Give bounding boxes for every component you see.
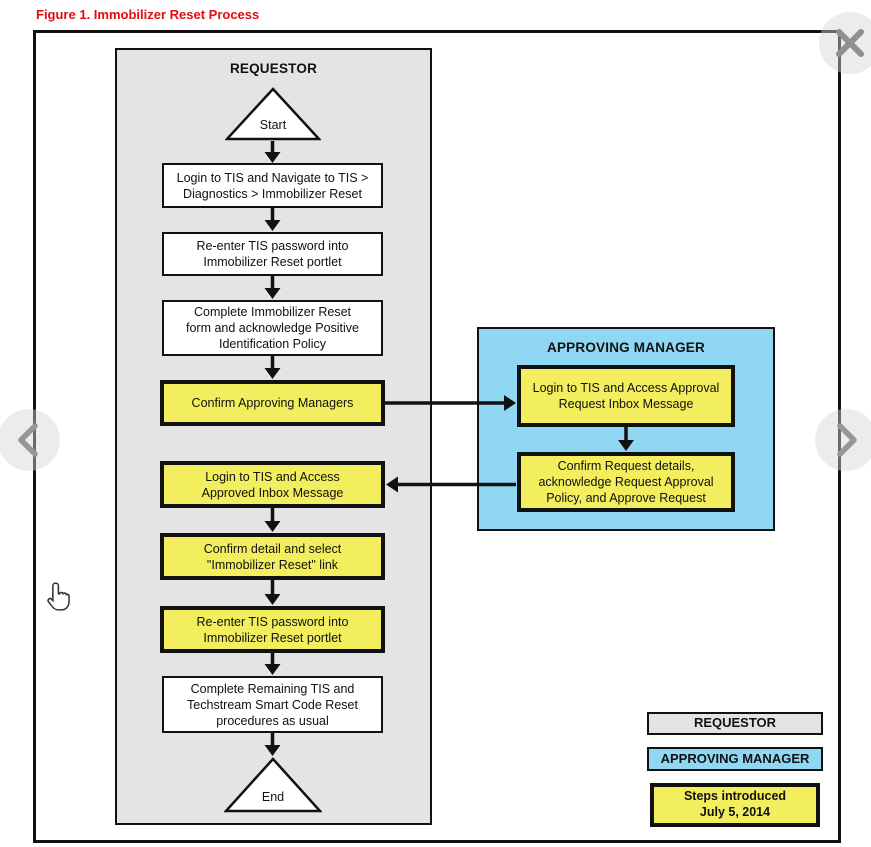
hand-pointer-icon <box>47 582 70 616</box>
lane-approving-manager-header: APPROVING MANAGER <box>547 340 705 355</box>
end-label: End <box>261 790 285 804</box>
legend-requestor: REQUESTOR <box>647 712 823 735</box>
lane-requestor-header: REQUESTOR <box>229 61 318 76</box>
legend-approving-manager: APPROVING MANAGER <box>647 747 823 771</box>
step-access-approved-inbox: Login to TIS and Access Approved Inbox M… <box>160 461 385 508</box>
step-complete-form: Complete Immobilizer Reset form and ackn… <box>162 300 383 356</box>
chevron-right-icon <box>837 423 857 457</box>
start-terminator: Start <box>224 87 322 141</box>
step-reenter-password-2: Re-enter TIS password into Immobilizer R… <box>160 606 385 653</box>
legend-steps-introduced: Steps introduced July 5, 2014 <box>650 783 820 827</box>
step-login-navigate: Login to TIS and Navigate to TIS > Diagn… <box>162 163 383 208</box>
step-access-approval-inbox: Login to TIS and Access Approval Request… <box>517 365 735 427</box>
step-confirm-managers: Confirm Approving Managers <box>160 380 385 426</box>
start-label: Start <box>259 118 287 132</box>
end-terminator: End <box>223 757 323 813</box>
start-triangle-icon <box>224 87 322 141</box>
next-button[interactable] <box>815 409 871 471</box>
close-button[interactable] <box>819 12 871 74</box>
prev-button[interactable] <box>0 409 60 471</box>
chevron-left-icon <box>18 423 38 457</box>
end-triangle-icon <box>223 757 323 813</box>
step-confirm-approve-request: Confirm Request details, acknowledge Req… <box>517 452 735 512</box>
step-confirm-detail-link: Confirm detail and select "Immobilizer R… <box>160 533 385 580</box>
step-reenter-password-1: Re-enter TIS password into Immobilizer R… <box>162 232 383 276</box>
figure-title: Figure 1. Immobilizer Reset Process <box>36 7 260 22</box>
step-complete-remaining: Complete Remaining TIS and Techstream Sm… <box>162 676 383 733</box>
close-icon <box>836 29 864 57</box>
